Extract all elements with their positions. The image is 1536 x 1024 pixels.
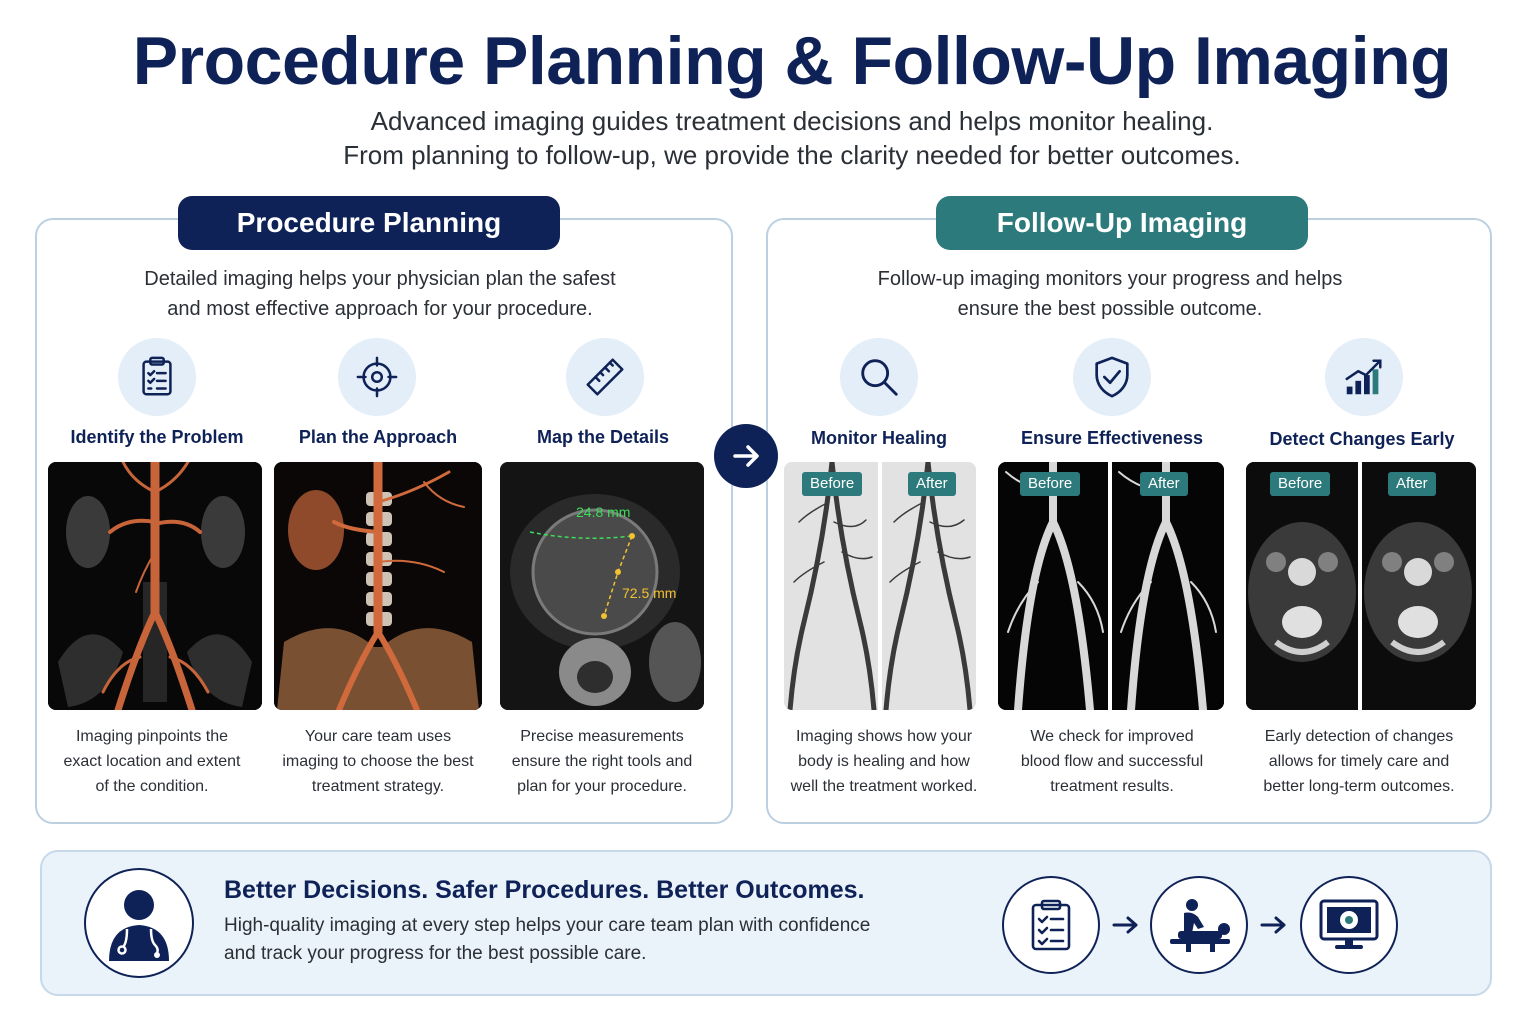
caption-plan-line3: treatment strategy. bbox=[311, 778, 445, 795]
flow-arrow-icon bbox=[1112, 916, 1138, 934]
caption-ensure-line3: treatment results. bbox=[1050, 778, 1174, 795]
page-subtitle-line1: Advanced imaging guides treatment decisi… bbox=[370, 106, 1214, 136]
caption-monitor-line1: Imaging shows how your bbox=[795, 728, 973, 745]
planning-intro-line1: Detailed imaging helps your physician pl… bbox=[144, 268, 616, 290]
after-tag: After bbox=[1140, 472, 1188, 496]
caption-map-line1: Precise measurements bbox=[520, 728, 684, 745]
caption-monitor: Imaging shows how your body is healing a… bbox=[776, 724, 992, 799]
page-subtitle-line2: From planning to follow-up, we provide t… bbox=[343, 140, 1241, 170]
caption-identify-line1: Imaging pinpoints the bbox=[75, 728, 229, 745]
caption-monitor-line2: body is healing and how bbox=[798, 753, 970, 770]
measurement-label-1: 24.8 mm bbox=[576, 504, 631, 520]
caption-detect-line1: Early detection of changes bbox=[1264, 728, 1454, 745]
caption-detect-line3: better long-term outcomes. bbox=[1263, 778, 1455, 795]
angiogram-image bbox=[48, 462, 262, 710]
followup-intro: Follow-up imaging monitors your progress… bbox=[790, 264, 1430, 324]
before-tag: Before bbox=[802, 472, 863, 496]
flow-arrow-icon bbox=[1260, 916, 1286, 934]
procedure-planning-heading: Procedure Planning bbox=[178, 196, 560, 250]
before-tag: Before bbox=[1270, 472, 1331, 496]
doctor-icon bbox=[84, 868, 194, 978]
step-title-ensure: Ensure Effectiveness bbox=[1020, 428, 1204, 448]
monitor-scan-icon bbox=[1300, 876, 1398, 974]
followup-intro-line1: Follow-up imaging monitors your progress… bbox=[877, 268, 1343, 290]
caption-map-line2: ensure the right tools and bbox=[511, 753, 693, 770]
step-title-identify: Identify the Problem bbox=[70, 427, 244, 447]
outcomes-banner bbox=[40, 850, 1492, 996]
ct-measurement-image: 24.8 mm 72.5 mm bbox=[500, 462, 704, 710]
banner-text-line1: High-quality imaging at every step helps… bbox=[224, 915, 871, 936]
checklist-icon bbox=[1002, 876, 1100, 974]
before-after-ct-image: Before After bbox=[1246, 462, 1476, 710]
caption-map: Precise measurements ensure the right to… bbox=[496, 724, 708, 799]
step-title-monitor: Monitor Healing bbox=[811, 428, 947, 448]
before-tag: Before bbox=[1020, 472, 1081, 496]
growth-chart-icon bbox=[1325, 338, 1403, 416]
caption-identify-line3: of the condition. bbox=[95, 778, 209, 795]
shield-check-icon bbox=[1073, 338, 1151, 416]
magnifier-icon bbox=[840, 338, 918, 416]
caption-monitor-line3: well the treatment worked. bbox=[790, 778, 978, 795]
caption-plan-line2: imaging to choose the best bbox=[282, 753, 474, 770]
banner-text-line2: and track your progress for the best pos… bbox=[224, 943, 647, 964]
banner-text: High-quality imaging at every step helps… bbox=[224, 912, 984, 968]
before-after-angiogram-image: Before After bbox=[784, 462, 976, 710]
caption-ensure-line1: We check for improved bbox=[1030, 728, 1194, 745]
planning-intro: Detailed imaging helps your physician pl… bbox=[60, 264, 700, 324]
measurement-label-2: 72.5 mm bbox=[622, 585, 677, 601]
caption-plan-line1: Your care team uses bbox=[304, 728, 452, 745]
step-title-map: Map the Details bbox=[536, 427, 670, 447]
caption-plan: Your care team uses imaging to choose th… bbox=[272, 724, 484, 799]
caption-identify-line2: exact location and extent bbox=[63, 753, 241, 770]
caption-identify: Imaging pinpoints the exact location and… bbox=[48, 724, 256, 799]
clipboard-icon bbox=[118, 338, 196, 416]
after-tag: After bbox=[1388, 472, 1436, 496]
step-title-detect: Detect Changes Early bbox=[1269, 429, 1455, 449]
caption-map-line3: plan for your procedure. bbox=[517, 778, 687, 795]
caption-detect: Early detection of changes allows for ti… bbox=[1244, 724, 1474, 799]
planning-intro-line2: and most effective approach for your pro… bbox=[167, 298, 593, 320]
page-title: Procedure Planning & Follow-Up Imaging bbox=[132, 23, 1452, 99]
ruler-icon bbox=[566, 338, 644, 416]
3d-vascular-render-image bbox=[274, 462, 482, 710]
caption-ensure-line2: blood flow and successful bbox=[1020, 753, 1204, 770]
banner-title: Better Decisions. Safer Procedures. Bett… bbox=[224, 876, 865, 904]
target-icon bbox=[338, 338, 416, 416]
before-after-mra-image: Before After bbox=[998, 462, 1224, 710]
patient-procedure-icon bbox=[1150, 876, 1248, 974]
caption-detect-line2: allows for timely care and bbox=[1268, 753, 1450, 770]
followup-intro-line2: ensure the best possible outcome. bbox=[957, 298, 1263, 320]
follow-up-imaging-heading: Follow-Up Imaging bbox=[936, 196, 1308, 250]
arrow-right-icon bbox=[714, 424, 778, 488]
step-title-plan: Plan the Approach bbox=[298, 427, 458, 447]
after-tag: After bbox=[908, 472, 956, 496]
caption-ensure: We check for improved blood flow and suc… bbox=[1002, 724, 1222, 799]
